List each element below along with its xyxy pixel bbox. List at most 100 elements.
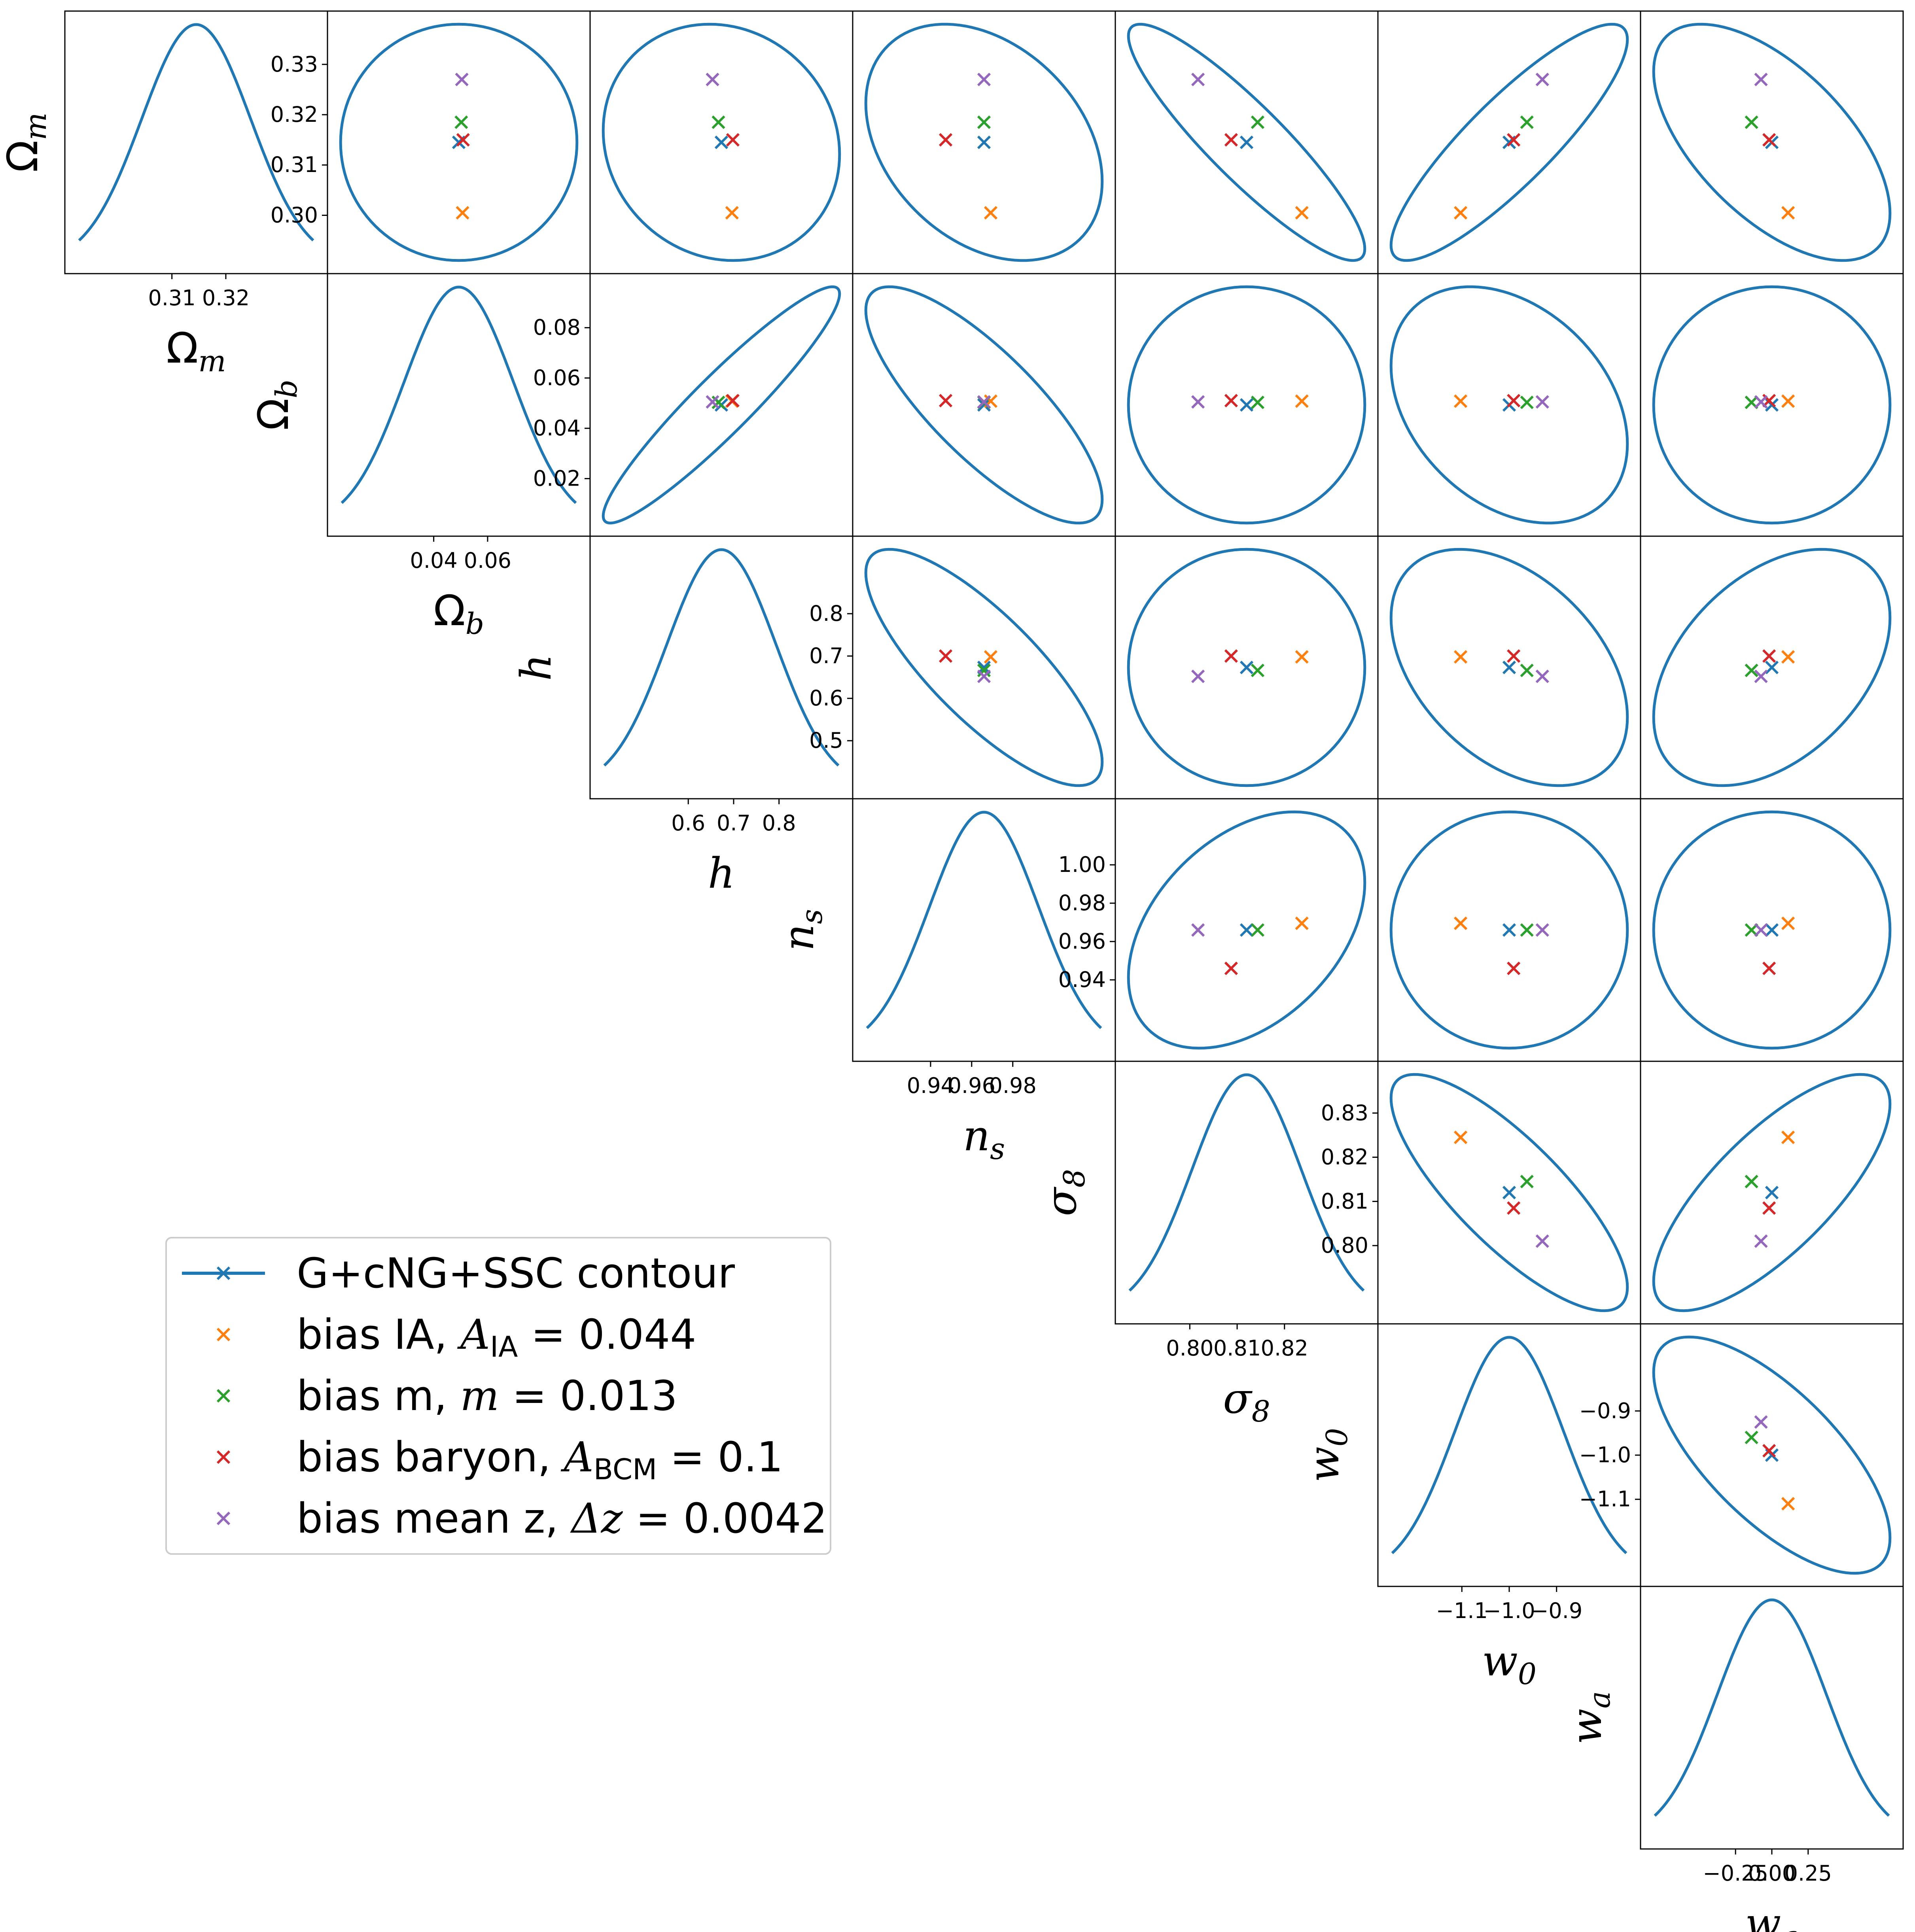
fiducial-marker xyxy=(1502,1185,1516,1200)
panel-wa-wa: −0.250.000.25wawa xyxy=(1562,1586,1904,1932)
panel-s8-w0: 0.800.810.820.83 xyxy=(1321,1061,1641,1325)
x-tick-label: −0.25 xyxy=(1703,1861,1768,1886)
bias-marker-bias-mean-z xyxy=(1754,669,1768,683)
fiducial-marker xyxy=(714,135,729,149)
bias-marker-bias-IA xyxy=(1781,916,1795,930)
panel-h-w0 xyxy=(1377,535,1641,800)
bias-marker-bias-IA xyxy=(1453,206,1468,220)
bias-marker-bias-IA xyxy=(1295,916,1309,930)
x-tick-label: 0.32 xyxy=(202,285,250,310)
fiducial-marker xyxy=(1765,660,1779,675)
panel-frame xyxy=(1640,1586,1904,1850)
y-tick-label: 0.06 xyxy=(533,365,581,390)
panel-Om-w0 xyxy=(1377,10,1641,274)
fiducial-marker xyxy=(1765,1185,1779,1200)
bias-marker-bias-m xyxy=(1251,664,1265,677)
y-tick-label: 0.6 xyxy=(809,686,843,711)
bias-marker-bias-m xyxy=(1520,1174,1534,1189)
fiducial-marker xyxy=(1239,660,1254,675)
gaussian-curve xyxy=(1391,1336,1627,1554)
bias-marker-bias-mean-z xyxy=(1535,923,1549,937)
contour-ellipse xyxy=(1389,285,1629,525)
contour-ellipse xyxy=(1389,810,1629,1050)
y-axis-label: Ωb xyxy=(249,380,304,430)
bias-marker-bias-m xyxy=(1520,923,1534,937)
bias-marker-bias-mean-z xyxy=(1754,72,1768,87)
bias-marker-bias-IA xyxy=(1781,1497,1795,1511)
x-axis-label: w0 xyxy=(1482,1637,1537,1691)
bias-marker-bias-mean-z xyxy=(1191,72,1205,87)
y-tick-label: 0.04 xyxy=(533,416,581,440)
legend-entry-2: bias m, m = 0.013 xyxy=(297,1372,677,1420)
panel-frame xyxy=(327,273,591,537)
gaussian-curve xyxy=(1654,1598,1890,1817)
panel-Ob-s8 xyxy=(1115,273,1379,537)
bias-marker-bias-baryon xyxy=(939,394,953,408)
bias-marker-bias-mean-z xyxy=(1754,1415,1768,1429)
x-tick-label: 0.8 xyxy=(762,811,796,836)
bias-marker-bias-m xyxy=(1251,395,1265,409)
panel-Ob-w0 xyxy=(1377,273,1641,537)
bias-marker-bias-IA xyxy=(1295,394,1309,408)
x-tick-label: 0.94 xyxy=(907,1073,954,1098)
bias-marker-bias-IA xyxy=(1781,1130,1795,1144)
y-axis-label: ns xyxy=(774,909,829,951)
legend-entry-3: bias baryon, ABCM = 0.1 xyxy=(297,1433,783,1486)
bias-marker-bias-baryon xyxy=(1224,649,1238,663)
contour-ellipse xyxy=(1127,548,1366,787)
bias-marker-bias-m xyxy=(1520,115,1534,129)
y-tick-label: 0.98 xyxy=(1058,890,1106,915)
x-tick-label: 0.04 xyxy=(410,548,457,573)
panel-frame xyxy=(589,535,853,800)
fiducial-marker xyxy=(977,398,991,412)
bias-marker-bias-mean-z xyxy=(977,72,991,87)
contour-ellipse xyxy=(1652,810,1892,1050)
bias-marker-bias-mean-z xyxy=(706,72,719,87)
panel-h-wa xyxy=(1640,535,1904,800)
contour-ellipse xyxy=(1389,23,1629,262)
x-axis-label: σ8 xyxy=(1223,1374,1270,1429)
bias-marker-bias-baryon xyxy=(1507,961,1521,975)
fiducial-marker xyxy=(1502,923,1516,937)
bias-marker-bias-m xyxy=(1520,395,1534,409)
y-tick-label: 0.96 xyxy=(1058,929,1106,954)
legend-marker xyxy=(216,1511,231,1526)
panel-Om-ns xyxy=(852,10,1116,274)
panel-Ob-ns xyxy=(852,273,1116,537)
contour-ellipse xyxy=(1652,1335,1892,1575)
panel-frame xyxy=(64,10,328,274)
y-tick-label: 0.5 xyxy=(809,728,843,753)
bias-marker-bias-mean-z xyxy=(1535,1234,1549,1248)
y-tick-label: 0.80 xyxy=(1321,1233,1368,1258)
y-axis-label: Ωm xyxy=(0,112,53,172)
fiducial-marker xyxy=(1765,923,1779,937)
bias-marker-bias-mean-z xyxy=(455,72,469,87)
contour-ellipse xyxy=(1652,1073,1892,1312)
legend-entry-0: G+cNG+SSC contour xyxy=(297,1249,735,1297)
bias-marker-bias-baryon xyxy=(1762,961,1776,975)
contour-ellipse xyxy=(1127,810,1366,1050)
contour-ellipse xyxy=(1652,548,1892,787)
y-tick-label: 1.00 xyxy=(1058,852,1106,877)
bias-marker-bias-mean-z xyxy=(1191,395,1205,409)
bias-marker-bias-IA xyxy=(1781,394,1795,408)
bias-marker-bias-IA xyxy=(1295,650,1309,664)
bias-marker-bias-baryon xyxy=(456,133,470,147)
panel-w0-wa: −0.9−1.0−1.1 xyxy=(1579,1323,1904,1587)
y-axis-label: h xyxy=(512,654,560,681)
panel-h-s8 xyxy=(1115,535,1379,800)
y-tick-label: −0.9 xyxy=(1579,1398,1631,1423)
bias-marker-bias-mean-z xyxy=(1191,923,1205,937)
bias-marker-bias-mean-z xyxy=(1535,72,1549,87)
y-tick-label: 0.82 xyxy=(1321,1145,1368,1170)
bias-marker-bias-mean-z xyxy=(977,669,991,683)
legend-marker xyxy=(216,1327,231,1342)
bias-marker-bias-m xyxy=(1745,115,1758,129)
y-tick-label: 0.31 xyxy=(271,152,318,177)
gaussian-curve xyxy=(866,811,1102,1029)
